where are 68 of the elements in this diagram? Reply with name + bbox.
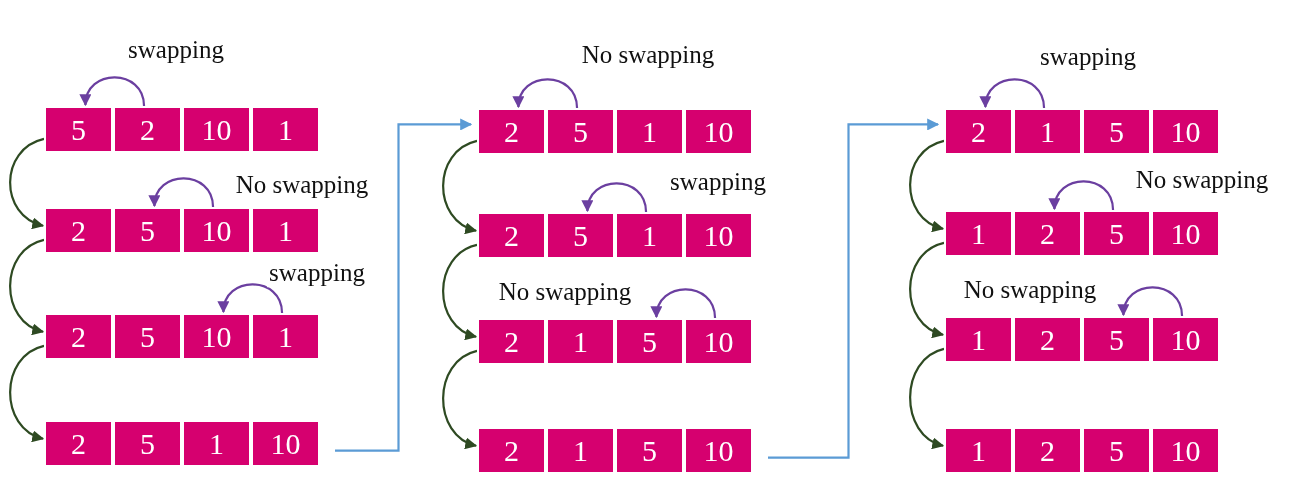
curved-arrow: [442, 243, 478, 339]
curved-arrow: [9, 137, 45, 228]
array-cell: 2: [477, 212, 546, 259]
array-cell: 2: [44, 420, 113, 467]
curved-arrow: [651, 288, 717, 319]
array-cell: 1: [944, 316, 1013, 363]
array-cell: 1: [615, 212, 684, 259]
array-cell: 1: [546, 318, 615, 365]
array-cell: 10: [182, 313, 251, 360]
curved-arrow: [1118, 286, 1184, 317]
array-cell: 10: [182, 207, 251, 254]
array-cell: 2: [44, 313, 113, 360]
array-cell: 1: [182, 420, 251, 467]
array-cell: 10: [251, 420, 320, 467]
curved-arrow: [9, 344, 45, 441]
elbow-arrow: [768, 118, 940, 459]
array-cell: 5: [546, 212, 615, 259]
array-cell: 10: [684, 108, 753, 155]
array-cell: 5: [546, 108, 615, 155]
curved-arrow: [442, 139, 478, 233]
array-cell: 1: [944, 427, 1013, 474]
array-cell: 5: [44, 106, 113, 153]
array-cell: 2: [1013, 316, 1082, 363]
array-cell: 2: [44, 207, 113, 254]
curved-arrow: [149, 177, 215, 208]
array-cell: 10: [1151, 316, 1220, 363]
array-cell: 10: [1151, 108, 1220, 155]
curved-arrow: [218, 283, 284, 314]
array-cell: 5: [1082, 316, 1151, 363]
array-cell: 1: [615, 108, 684, 155]
array-cell: 2: [1013, 210, 1082, 257]
array-cell: 5: [113, 420, 182, 467]
curved-arrow: [442, 349, 478, 448]
array-cell: 5: [1082, 427, 1151, 474]
array-cell: 10: [182, 106, 251, 153]
array-cell: 1: [251, 207, 320, 254]
array-cell: 2: [477, 318, 546, 365]
curved-arrow: [513, 78, 579, 109]
array-cell: 5: [113, 207, 182, 254]
array-cell: 1: [251, 313, 320, 360]
curved-arrow: [80, 76, 146, 107]
curved-arrow: [909, 139, 945, 231]
curved-arrow: [909, 241, 945, 337]
curved-arrow: [1049, 180, 1115, 211]
array-cell: 10: [684, 212, 753, 259]
curved-arrow: [909, 347, 945, 448]
array-cell: 2: [944, 108, 1013, 155]
elbow-arrow: [335, 118, 473, 452]
array-cell: 10: [1151, 427, 1220, 474]
curved-arrow: [980, 78, 1046, 109]
array-cell: 5: [1082, 108, 1151, 155]
array-cell: 2: [1013, 427, 1082, 474]
array-cell: 5: [615, 427, 684, 474]
array-cell: 1: [944, 210, 1013, 257]
array-cell: 2: [477, 427, 546, 474]
curved-arrow: [582, 182, 648, 213]
array-cell: 10: [684, 318, 753, 365]
array-cell: 2: [113, 106, 182, 153]
array-cell: 1: [1013, 108, 1082, 155]
array-cell: 10: [1151, 210, 1220, 257]
array-cell: 5: [1082, 210, 1151, 257]
array-cell: 5: [113, 313, 182, 360]
array-cell: 10: [684, 427, 753, 474]
curved-arrow: [9, 238, 45, 334]
array-cell: 1: [546, 427, 615, 474]
array-cell: 2: [477, 108, 546, 155]
array-cell: 1: [251, 106, 320, 153]
array-cell: 5: [615, 318, 684, 365]
